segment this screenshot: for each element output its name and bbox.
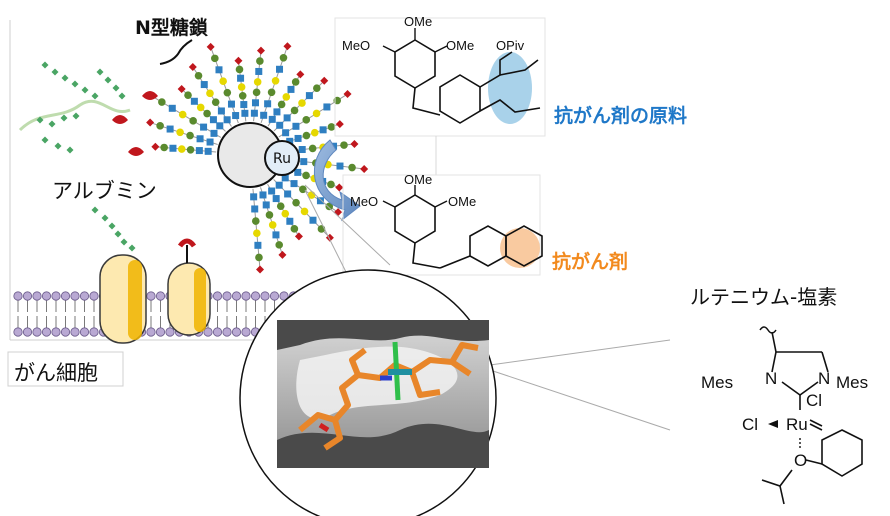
catalyst-structure (759, 326, 863, 505)
catalyst-atom-cl-upper: Cl (806, 391, 822, 410)
catalyst-atom-n-left: N (765, 369, 777, 388)
catalyst-atom-n-right: N (818, 369, 830, 388)
cell-membrane (13, 291, 299, 337)
albumin-core (217, 122, 300, 188)
precursor-label: 抗がん剤の原料 (554, 104, 687, 127)
precursor-group-1: MeO (342, 38, 370, 53)
drug-label: 抗がん剤 (552, 250, 628, 273)
reaction-arrow (314, 139, 361, 222)
ru-label: Ru (273, 151, 291, 167)
n-glycan-brace (159, 39, 193, 65)
drug-group-0: OMe (404, 172, 432, 187)
glycan-chains (146, 42, 369, 274)
precursor-group-0: OMe (404, 14, 432, 29)
membrane-proteins (99, 238, 211, 344)
drug-group-1: MeO (350, 194, 378, 209)
precursor-group-2: OMe (446, 38, 474, 53)
precursor-molecule (334, 17, 546, 137)
drug-molecule (342, 174, 543, 276)
precursor-group-3: OPiv (496, 38, 525, 53)
lectin-markers (112, 91, 158, 156)
cancer-cell-label-box (7, 351, 124, 387)
albumin-label: アルブミン (52, 179, 157, 203)
albumin-glycans (36, 61, 136, 252)
ru-chloride-label: ルテニウム-塩素 (690, 285, 837, 309)
drug-group-2: OMe (448, 194, 476, 209)
catalyst-atom-mes-right: Mes (836, 373, 868, 392)
cancer-cell-label: がん細胞 (14, 361, 98, 385)
catalyst-atom-mes-left: Mes (701, 373, 733, 392)
catalyst-atom-ru: Ru (786, 415, 808, 434)
catalyst-atom-cl-left: Cl (742, 415, 758, 434)
catalyst-atom-o: O (794, 451, 807, 470)
binding-pocket-view (239, 269, 497, 516)
n-glycan-label: N型糖鎖 (135, 16, 209, 39)
